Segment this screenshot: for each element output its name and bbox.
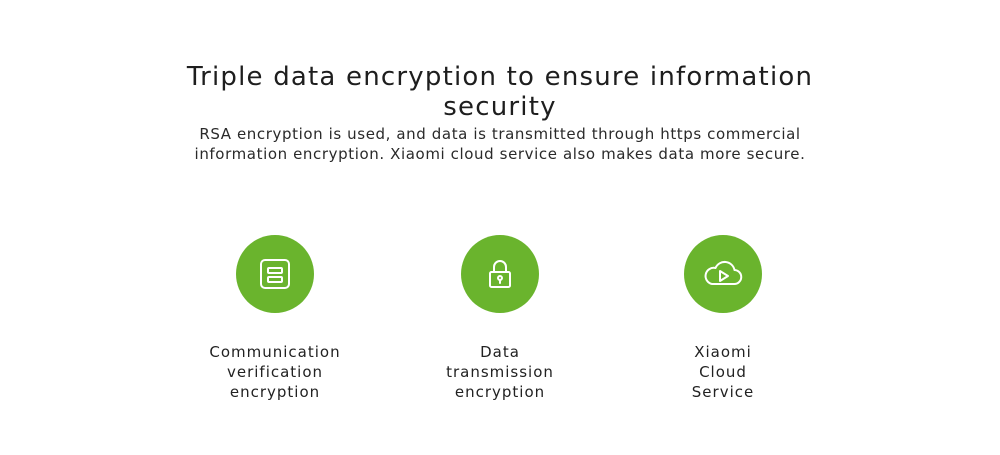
feature-communication-verification: Communication verification encryption [185,235,365,402]
feature-label: Communication verification encryption [185,342,365,402]
feature-xiaomi-cloud: Xiaomi Cloud Service [633,235,813,402]
feature-label-line: Communication [209,343,341,361]
feature-label-line: Service [691,383,755,401]
feature-label: Data transmission encryption [410,342,590,402]
feature-icon-circle [461,235,539,313]
sim-card-icon [257,256,293,292]
feature-label-line: encryption [229,383,321,401]
page-title: Triple data encryption to ensure informa… [186,62,814,122]
page-subtitle: RSA encryption is used, and data is tran… [194,125,806,163]
feature-label-line: verification [226,363,324,381]
feature-label-line: encryption [454,383,546,401]
feature-label-line: Data [480,343,520,361]
header: Triple data encryption to ensure informa… [0,62,1000,164]
feature-label-line: transmission [446,363,554,381]
feature-label: Xiaomi Cloud Service [633,342,813,402]
feature-icon-circle [236,235,314,313]
cloud-play-icon [700,256,746,292]
feature-label-line: Cloud [699,363,747,381]
feature-icon-circle [684,235,762,313]
feature-data-transmission: Data transmission encryption [410,235,590,402]
feature-label-line: Xiaomi [694,343,752,361]
lock-icon [482,256,518,292]
